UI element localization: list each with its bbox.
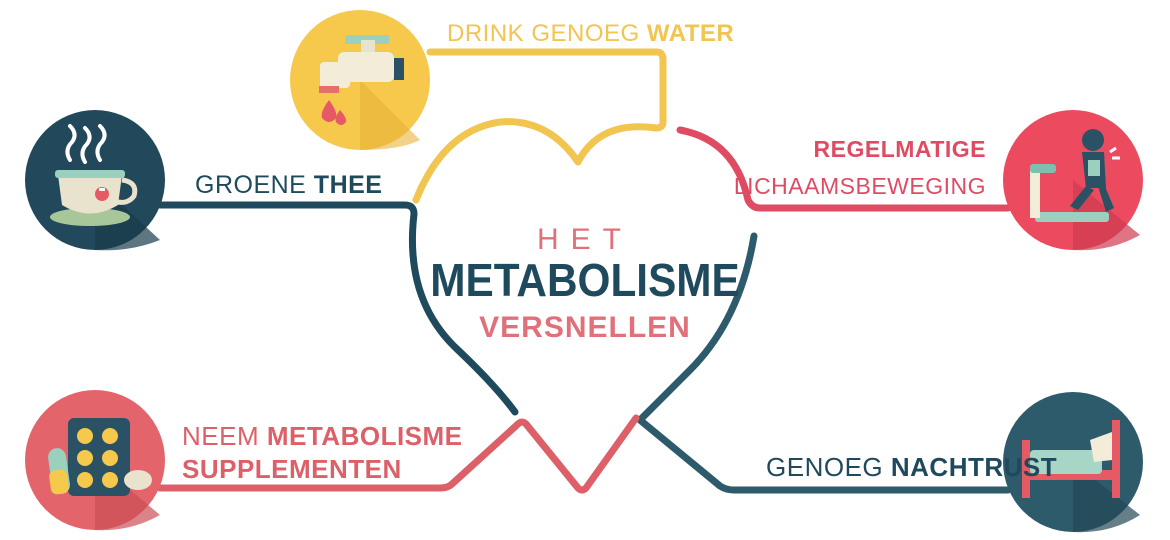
exercise-label-line2: LICHAAMSBEWEGING [733,173,986,199]
water-connector [412,48,667,204]
water-label: DRINK GENOEG WATER [447,22,734,46]
sleep-connector [636,232,1012,494]
supplement-label-line1: NEEM METABOLISME [182,423,463,449]
supplement-label-light: NEEM [182,421,267,451]
sleep-label: GENOEG NACHTRUST [766,454,1057,480]
tea-label-light: GROENE [195,171,314,199]
faucet-icon [290,10,430,150]
water-label-bold: WATER [646,20,735,47]
title-main: METABOLISME [430,254,740,306]
tea-label-bold: THEE [313,171,383,199]
tea-cup-icon [25,110,165,251]
exercise-label-line1: REGELMATIGE [813,136,986,162]
tea-label: GROENE THEE [195,173,382,198]
exercise-connector [676,126,1012,212]
title-het: HET [537,223,633,256]
supplement-label-bold: METABOLISME [266,421,463,451]
sleep-label-light: GENOEG [766,452,891,482]
bed-icon [1003,392,1143,533]
tea-connector [156,201,519,416]
title-sub: VERSNELLEN [479,311,691,344]
supplement-connector [156,414,640,494]
water-label-light: DRINK GENOEG [447,20,647,47]
treadmill-icon [1003,110,1143,251]
pills-icon [25,390,165,531]
sleep-label-bold: NACHTRUST [890,452,1058,482]
supplement-label-line2: SUPPLEMENTEN [182,454,402,484]
